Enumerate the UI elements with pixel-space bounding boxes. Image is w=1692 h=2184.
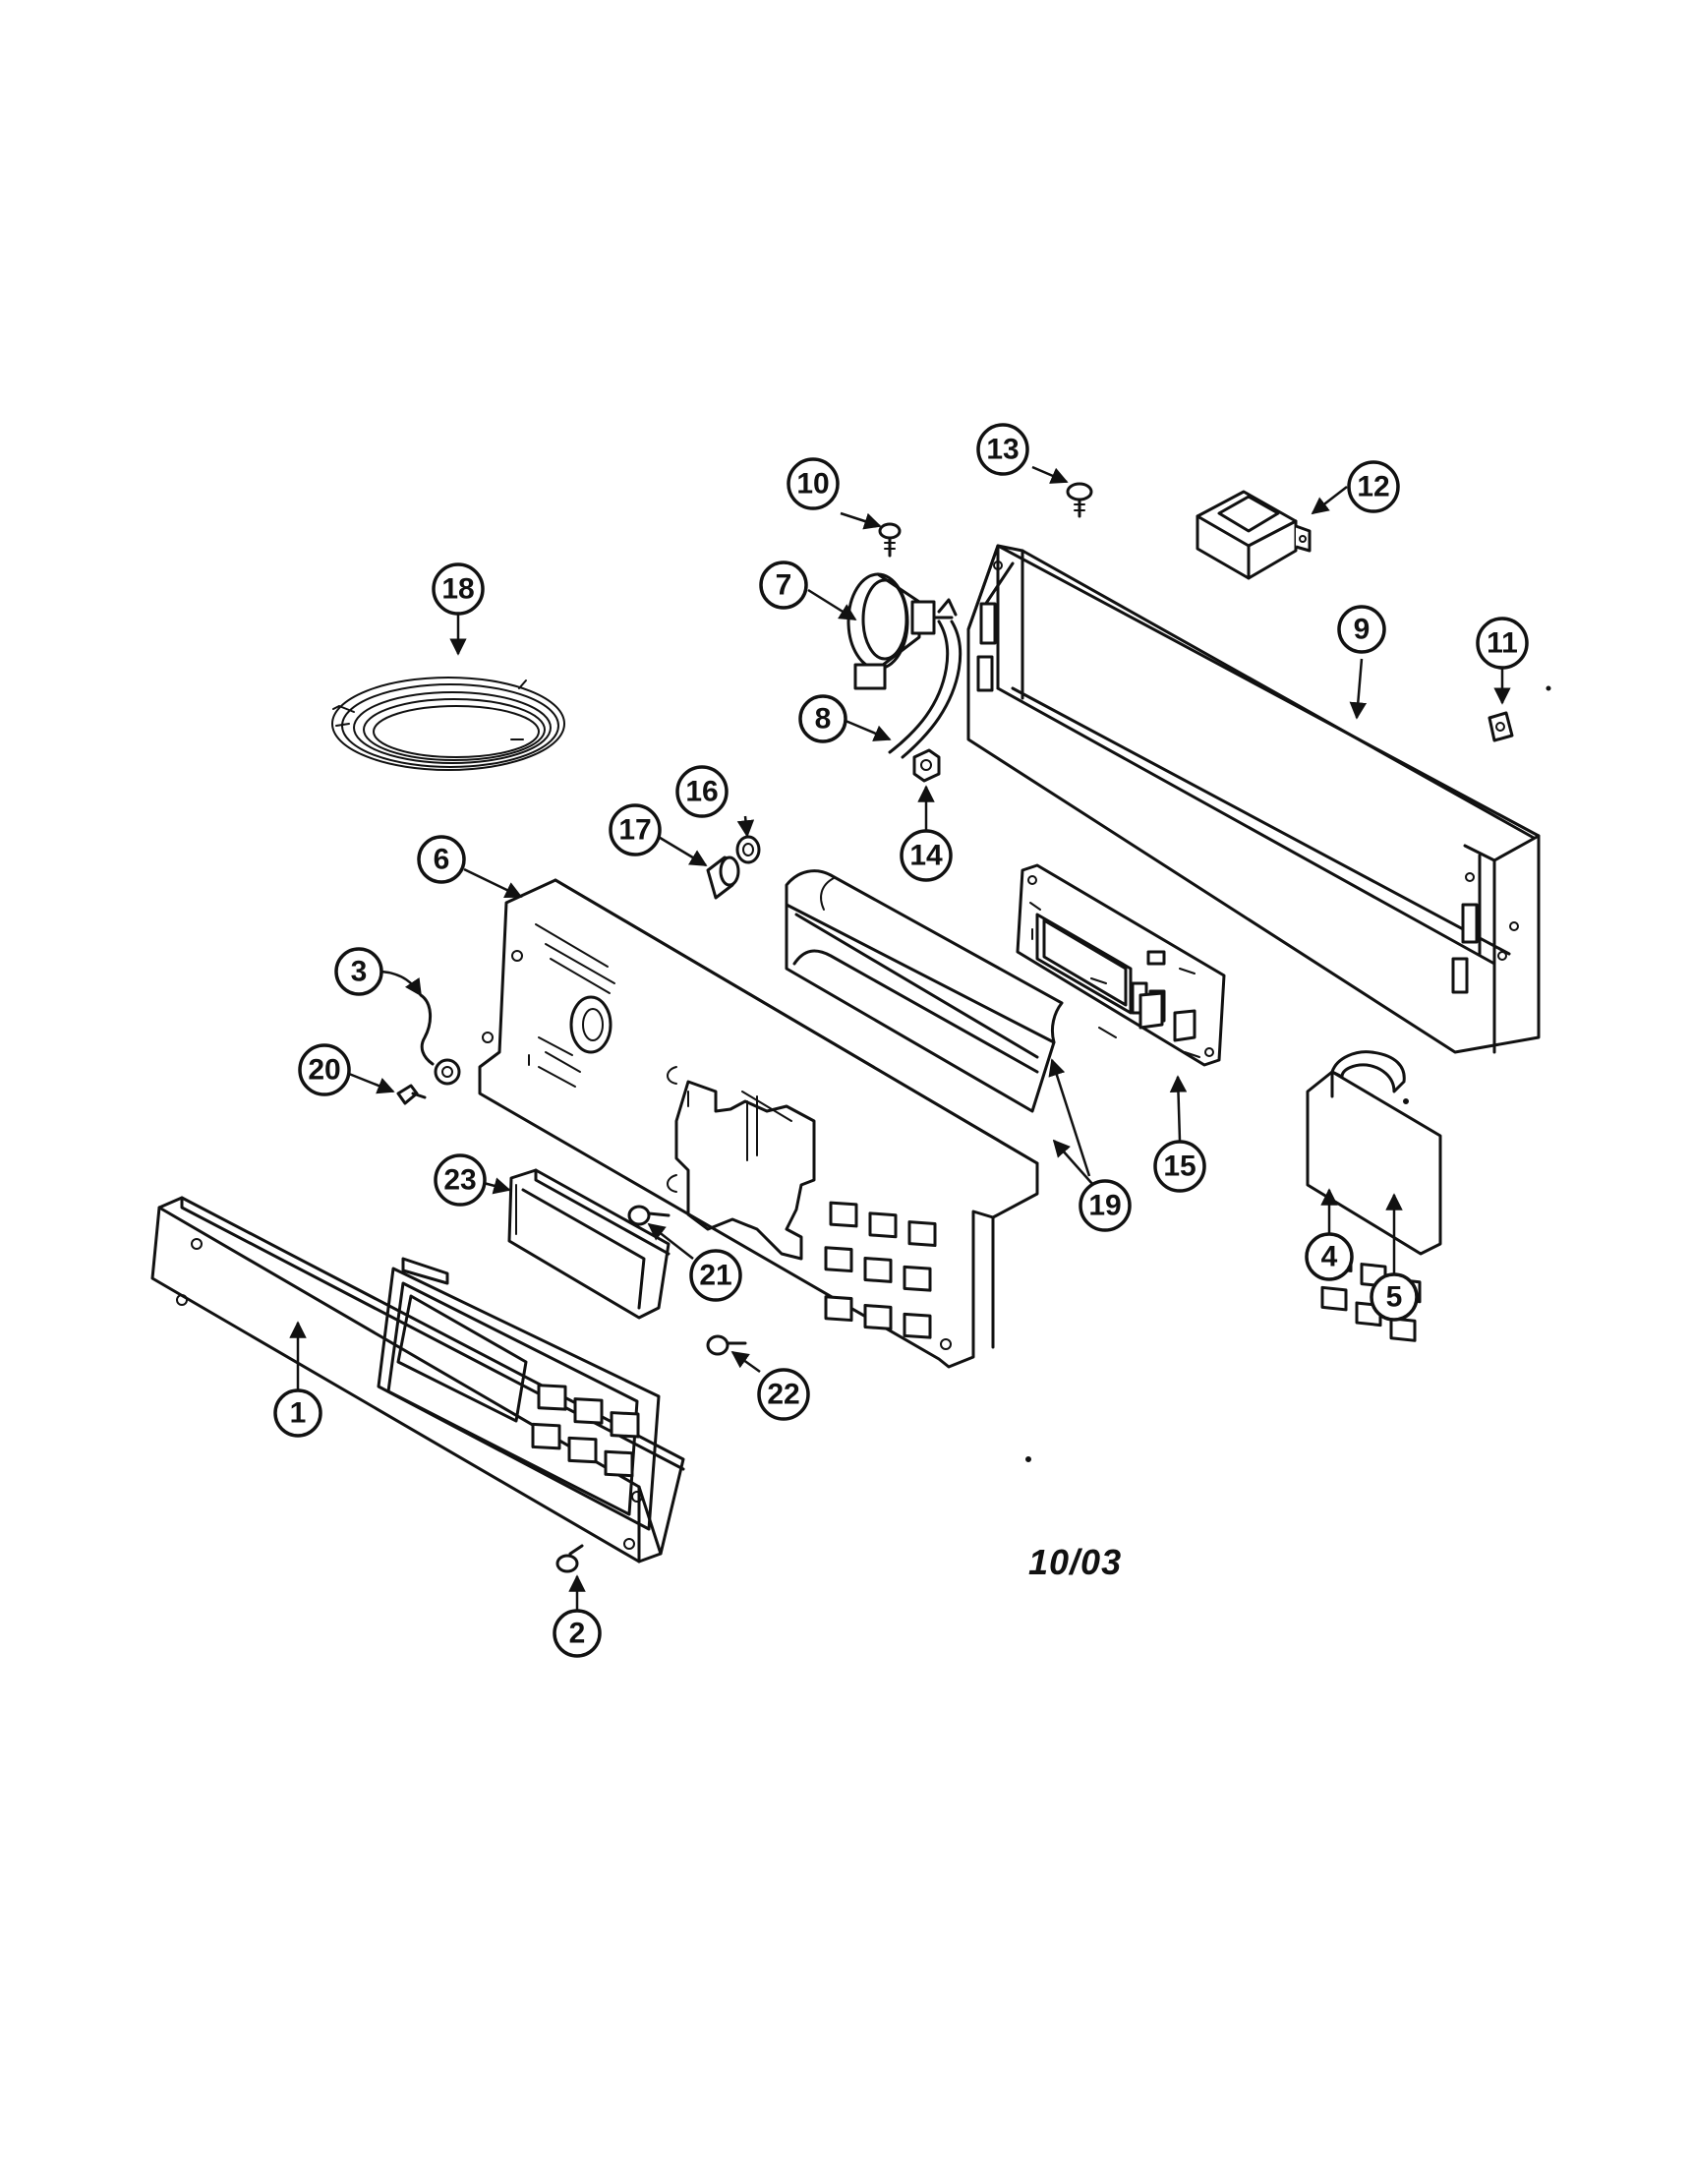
- callout-3: 3: [334, 947, 383, 996]
- svg-text:9: 9: [1354, 614, 1371, 646]
- callout-12: 12: [1347, 460, 1400, 513]
- part-18-wire-harness: [331, 677, 565, 771]
- svg-text:13: 13: [986, 434, 1019, 466]
- part-1-front-panel: [150, 1196, 685, 1564]
- part-19-trim-strip: [785, 869, 1064, 1113]
- part-21-screw: [627, 1205, 671, 1226]
- leader-lines: [289, 465, 1511, 1610]
- svg-text:2: 2: [569, 1618, 586, 1650]
- callout-2: 2: [553, 1609, 602, 1658]
- part-23-display-lens: [507, 1168, 671, 1320]
- ink-dot: [1403, 1098, 1409, 1104]
- part-22-screw: [706, 1334, 747, 1356]
- part-17-bushing: [706, 856, 740, 900]
- part-6-panel-frame: [478, 878, 1039, 1369]
- svg-text:4: 4: [1321, 1241, 1338, 1273]
- callout-4: 4: [1305, 1232, 1354, 1281]
- part-8-hose: [888, 620, 963, 759]
- svg-text:16: 16: [685, 776, 718, 808]
- svg-text:14: 14: [909, 840, 943, 872]
- part-7-pressure-switch: [846, 572, 958, 690]
- svg-text:1: 1: [290, 1397, 307, 1430]
- callout-9: 9: [1337, 605, 1386, 654]
- part-14-clamp: [912, 748, 941, 783]
- part-13-screw: [1066, 482, 1093, 518]
- date-code: 10/03: [1028, 1542, 1123, 1582]
- svg-text:5: 5: [1386, 1281, 1403, 1314]
- svg-text:11: 11: [1487, 627, 1518, 660]
- part-2-screw: [555, 1544, 584, 1573]
- svg-text:6: 6: [434, 844, 450, 876]
- callout-1: 1: [273, 1388, 322, 1438]
- svg-text:10: 10: [796, 468, 829, 501]
- part-12-relay-box: [1196, 490, 1312, 580]
- ink-dot: [1025, 1456, 1031, 1462]
- svg-text:22: 22: [767, 1379, 799, 1411]
- svg-text:7: 7: [776, 569, 792, 602]
- callout-14: 14: [900, 829, 953, 882]
- svg-text:18: 18: [441, 573, 474, 606]
- callout-15: 15: [1153, 1140, 1206, 1193]
- callout-8: 8: [798, 694, 847, 743]
- svg-text:21: 21: [699, 1260, 731, 1292]
- callout-21: 21: [689, 1249, 742, 1302]
- svg-text:3: 3: [351, 956, 368, 988]
- svg-text:20: 20: [308, 1054, 340, 1087]
- svg-text:12: 12: [1357, 471, 1389, 503]
- svg-text:17: 17: [618, 814, 651, 847]
- part-20-screw: [396, 1084, 427, 1105]
- svg-text:15: 15: [1163, 1151, 1196, 1183]
- ink-dot: [1546, 685, 1551, 691]
- callout-5: 5: [1370, 1272, 1419, 1322]
- callout-11: 11: [1476, 617, 1529, 670]
- callout-18: 18: [432, 562, 485, 616]
- svg-text:8: 8: [815, 703, 832, 736]
- part-3-sensor-wire: [419, 993, 461, 1086]
- part-9-console-housing: [966, 544, 1541, 1054]
- callout-22: 22: [757, 1368, 810, 1421]
- callout-6: 6: [417, 835, 466, 884]
- svg-text:19: 19: [1088, 1190, 1121, 1222]
- callout-16: 16: [675, 765, 729, 818]
- part-15-control-board: [1016, 863, 1226, 1067]
- callout-17: 17: [609, 803, 662, 856]
- callout-13: 13: [976, 423, 1029, 476]
- callout-7: 7: [759, 561, 808, 610]
- callout-19: 19: [1079, 1179, 1132, 1232]
- callout-23: 23: [434, 1153, 487, 1207]
- callout-10: 10: [787, 457, 840, 510]
- part-11-clip: [1488, 711, 1514, 742]
- part-16-washer: [735, 835, 761, 864]
- callout-20: 20: [298, 1043, 351, 1096]
- svg-text:23: 23: [443, 1164, 476, 1197]
- part-10-screw: [878, 522, 902, 558]
